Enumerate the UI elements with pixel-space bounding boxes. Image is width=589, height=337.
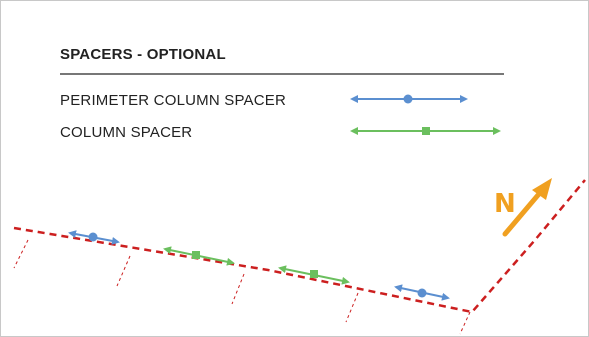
legend-divider xyxy=(60,73,504,75)
column-leader-lines xyxy=(13,239,471,335)
legend-label-perimeter-column-spacer: PERIMETER COLUMN SPACER xyxy=(60,92,287,109)
perimeter-column-spacer-1 xyxy=(68,230,120,245)
north-arrow xyxy=(502,178,552,237)
perimeter-column-spacer-2 xyxy=(394,284,450,301)
legend-label-column-spacer: COLUMN SPACER xyxy=(60,124,193,141)
legend-symbol-column-spacer xyxy=(350,127,501,135)
column-spacer-2 xyxy=(278,265,350,285)
legend-symbol-perimeter-column-spacer xyxy=(350,94,468,104)
column-spacer-1 xyxy=(163,246,235,266)
legend-title: SPACERS - OPTIONAL xyxy=(60,46,226,63)
north-label: N xyxy=(494,189,516,219)
